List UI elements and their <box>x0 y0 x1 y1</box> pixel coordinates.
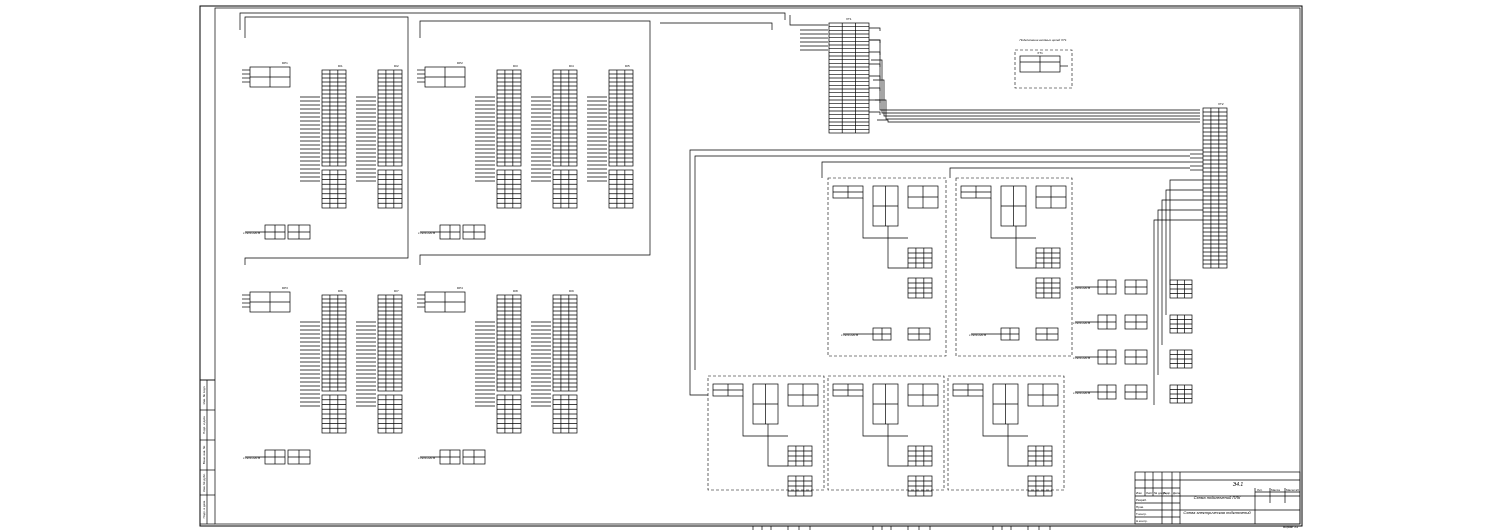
feed-label: с сети 220 В <box>1073 391 1090 395</box>
wire <box>875 99 1200 120</box>
feed-label: с сети 220 В <box>418 456 435 460</box>
wire <box>1157 209 1203 375</box>
wire <box>694 155 1190 370</box>
doc-code: Э4.1 <box>1233 482 1244 488</box>
col-3: № докум. <box>1154 491 1167 495</box>
wire <box>239 12 786 30</box>
side-label: Инв. № дубл. <box>202 473 206 492</box>
wire <box>869 39 1200 111</box>
role-4: Н.контр. <box>1136 519 1148 523</box>
wire <box>869 99 881 103</box>
drawing-border <box>214 7 1301 525</box>
wire <box>862 396 908 437</box>
xt1-label: XT1 <box>846 17 852 21</box>
lit-label: Лит. <box>1257 488 1263 492</box>
feed-label: с сети 220 В <box>841 333 858 337</box>
strip-label: DI8 <box>513 289 518 293</box>
wire <box>789 15 828 26</box>
wire <box>742 396 788 437</box>
wire <box>821 161 1190 178</box>
xt2-label: XT2 <box>1218 102 1224 106</box>
dashed-enclosure <box>947 375 1065 491</box>
wire <box>689 149 1190 396</box>
side-label: Подп. и дата <box>202 500 206 518</box>
col-5: Дата <box>1173 491 1180 495</box>
feed-label: с сети 220 В <box>243 456 260 460</box>
wire <box>869 87 881 91</box>
wire <box>949 167 1190 178</box>
wire <box>1015 226 1036 269</box>
role-3: Т.контр. <box>1136 512 1147 516</box>
sheet-frame <box>199 5 1303 527</box>
feed-label: с сети 220 В <box>1073 286 1090 290</box>
dashed-enclosure <box>827 375 945 491</box>
strip-label: DI9 <box>569 289 574 293</box>
wire <box>877 119 1200 123</box>
feed-label: с сети 220 В <box>418 231 435 235</box>
wire <box>244 16 409 265</box>
strip-label: DI2 <box>394 64 399 68</box>
strip-label: DI7 <box>394 289 399 293</box>
module-label: DP2 <box>457 61 463 65</box>
mass-label: Масса <box>1271 488 1280 492</box>
module-label: DP1 <box>282 61 288 65</box>
wire <box>1169 179 1203 285</box>
title-block: Э4.1 Схема подключений ПЛК Схема электри… <box>1134 471 1301 529</box>
dashed-enclosure <box>955 177 1073 357</box>
note-title: Подключение входных цепей ХТ1 <box>1019 38 1066 42</box>
wire <box>887 226 908 269</box>
wire <box>1007 424 1028 467</box>
format-label: Формат A3 <box>1283 525 1298 529</box>
wire <box>419 20 651 265</box>
wire <box>869 51 881 55</box>
doc-name: Схема электрическая подключений <box>1183 510 1251 515</box>
side-label: Взам. инв. № <box>202 445 206 464</box>
wire <box>869 111 881 115</box>
dashed-enclosure <box>707 375 825 491</box>
role-2: Пров. <box>1136 505 1144 509</box>
col-2: Лист <box>1146 491 1153 495</box>
module-label: DP4 <box>457 286 463 290</box>
wire <box>982 396 1028 437</box>
feed-label: с сети 220 В <box>243 231 260 235</box>
module-label: DP3 <box>282 286 288 290</box>
feed-label: с сети 220 В <box>969 333 986 337</box>
sheet-title: Схема подключений ПЛК <box>1194 495 1241 500</box>
note-block-label: ХТ1 <box>1037 51 1043 55</box>
wire <box>869 75 881 79</box>
wire <box>660 22 773 30</box>
role-1: Разраб. <box>1136 498 1147 502</box>
wire <box>1165 189 1203 315</box>
strip-label: DI5 <box>625 64 630 68</box>
wire <box>873 79 1200 117</box>
wire <box>887 424 908 467</box>
wire <box>1161 199 1203 345</box>
wire <box>862 198 908 239</box>
wire <box>767 424 788 467</box>
wire <box>1153 219 1203 405</box>
scale-label: Масштаб <box>1286 488 1299 492</box>
strip-label: DI4 <box>569 64 574 68</box>
wire <box>869 63 881 67</box>
wire <box>869 27 881 31</box>
dashed-enclosure <box>827 177 947 357</box>
note-box: Подключение входных цепей ХТ1 ХТ1 <box>1014 38 1073 89</box>
strip-label: DI1 <box>338 64 343 68</box>
wire <box>990 198 1036 239</box>
strip-label: DI3 <box>513 64 518 68</box>
col-1: Изм <box>1136 491 1142 495</box>
side-label: Подп. и дата <box>202 416 206 434</box>
wire <box>871 59 1200 114</box>
side-label: Инв. № подл. <box>202 385 206 404</box>
feed-label: с сети 220 В <box>1073 356 1090 360</box>
strip-label: DI6 <box>338 289 343 293</box>
feed-label: с сети 220 В <box>1073 321 1090 325</box>
col-4: Подп. <box>1163 491 1171 495</box>
wire <box>869 39 881 43</box>
